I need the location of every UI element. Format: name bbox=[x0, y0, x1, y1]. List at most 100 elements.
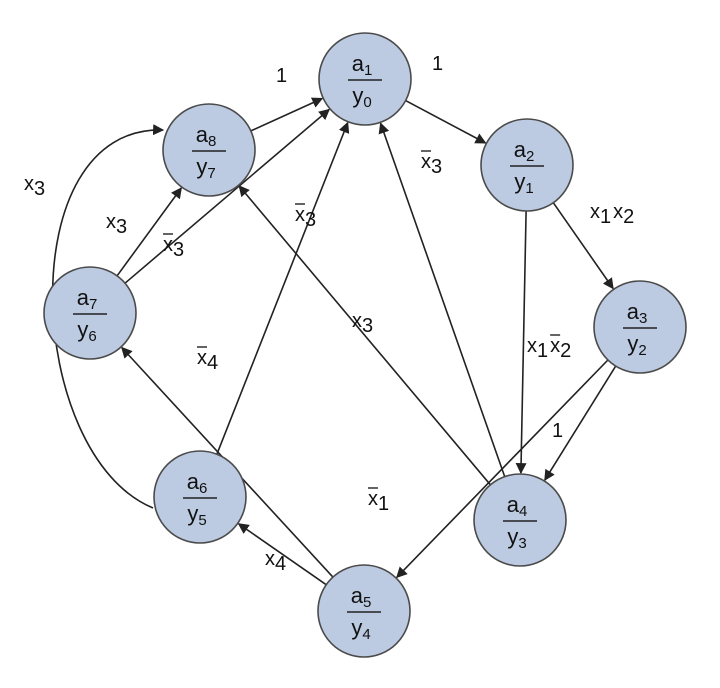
node-output-index: 2 bbox=[638, 342, 646, 359]
edge-label-subscript: 1 bbox=[600, 206, 611, 228]
node-state-index: 8 bbox=[208, 133, 216, 150]
node-circle bbox=[473, 473, 567, 567]
node-a2: a2 y1 bbox=[480, 118, 574, 212]
node-circle bbox=[43, 266, 137, 360]
edge-label-a3-a4: 1 bbox=[552, 420, 563, 442]
edge-label-subscript: 2 bbox=[623, 206, 634, 228]
node-output-base: y bbox=[77, 317, 88, 342]
node-state-base: a bbox=[351, 583, 364, 608]
node-state-label: a7 bbox=[77, 285, 98, 313]
node-state-base: a bbox=[352, 51, 365, 76]
node-state-label: a3 bbox=[627, 299, 648, 327]
node-circle bbox=[153, 450, 247, 544]
node-a7: a7 y6 bbox=[43, 266, 137, 360]
edge-a1-a2 bbox=[405, 99, 487, 144]
node-circle bbox=[162, 103, 256, 197]
node-state-base: a bbox=[627, 299, 640, 324]
edge-a2-a3 bbox=[552, 202, 614, 290]
edge-label-symbol: 1 bbox=[432, 53, 443, 75]
node-output-label: y6 bbox=[77, 317, 96, 345]
node-output-label: y3 bbox=[507, 524, 526, 552]
node-state-index: 2 bbox=[526, 148, 534, 165]
edge-label-subscript: 3 bbox=[431, 156, 442, 178]
node-output-base: y bbox=[352, 83, 363, 108]
node-output-label: y4 bbox=[351, 615, 370, 643]
edge-label-subscript: 3 bbox=[116, 216, 127, 238]
edge-label-symbol: x bbox=[421, 151, 431, 173]
edge-label-symbol: x bbox=[163, 234, 173, 256]
edge-label-symbol: x bbox=[295, 204, 305, 226]
node-output-label: y7 bbox=[196, 154, 215, 182]
node-output-label: y2 bbox=[627, 331, 646, 359]
node-output-index: 3 bbox=[518, 535, 526, 552]
edge-a4-a1 bbox=[378, 122, 506, 477]
node-output-index: 7 bbox=[207, 165, 215, 182]
edge-a7-a8 bbox=[116, 187, 182, 277]
edge-a3-a4 bbox=[544, 365, 617, 482]
node-state-index: 5 bbox=[363, 594, 371, 611]
node-output-label: y0 bbox=[352, 83, 371, 111]
node-state-label: a6 bbox=[187, 469, 208, 497]
node-output-base: y bbox=[351, 615, 362, 640]
edge-label-symbol: x bbox=[197, 347, 207, 369]
node-output-base: y bbox=[627, 331, 638, 356]
node-output-label: y1 bbox=[514, 169, 533, 197]
edge-a8-a1 bbox=[250, 97, 324, 132]
node-state-base: a bbox=[514, 137, 527, 162]
node-state-label: a1 bbox=[352, 51, 373, 79]
node-state-base: a bbox=[196, 122, 209, 147]
node-state-index: 6 bbox=[199, 480, 207, 497]
edge-label-symbol: x bbox=[613, 201, 623, 223]
node-state-index: 1 bbox=[364, 62, 372, 79]
edge-label-subscript: 4 bbox=[275, 553, 286, 575]
node-output-base: y bbox=[187, 501, 198, 526]
edge-label-symbol: 1 bbox=[552, 420, 563, 442]
node-state-base: a bbox=[507, 492, 520, 517]
edge-a7-a1 bbox=[124, 108, 331, 284]
edge-label-symbol: 1 bbox=[276, 65, 287, 87]
node-state-label: a5 bbox=[351, 583, 372, 611]
edge-a6-a1 bbox=[216, 121, 350, 455]
node-output-index: 0 bbox=[363, 94, 371, 111]
node-state-base: a bbox=[187, 469, 200, 494]
node-state-label: a8 bbox=[196, 122, 217, 150]
node-output-index: 1 bbox=[525, 180, 533, 197]
node-circle bbox=[318, 32, 412, 126]
node-output-label: y5 bbox=[187, 501, 206, 529]
node-state-label: a4 bbox=[507, 492, 528, 520]
edge-label-subscript: 1 bbox=[378, 493, 389, 515]
node-a8: a8 y7 bbox=[162, 103, 256, 197]
edge-label-symbol: x bbox=[527, 335, 537, 357]
edge-a2-a4 bbox=[515, 210, 527, 475]
node-state-base: a bbox=[77, 285, 90, 310]
edge-label-symbol: x bbox=[550, 335, 560, 357]
node-state-label: a2 bbox=[514, 137, 535, 165]
edge-label-subscript: 3 bbox=[362, 315, 373, 337]
node-output-index: 4 bbox=[362, 626, 370, 643]
node-circle bbox=[480, 118, 574, 212]
edge-label-subscript: 3 bbox=[34, 178, 45, 200]
edge-label-symbol: x bbox=[24, 173, 34, 195]
node-state-index: 4 bbox=[519, 503, 527, 520]
node-output-index: 5 bbox=[198, 512, 206, 529]
node-state-index: 3 bbox=[639, 310, 647, 327]
edge-label-subscript: 3 bbox=[173, 239, 184, 261]
edge-label-symbol: x bbox=[352, 310, 362, 332]
node-state-index: 7 bbox=[89, 296, 97, 313]
edge-a4-a8 bbox=[238, 185, 492, 486]
